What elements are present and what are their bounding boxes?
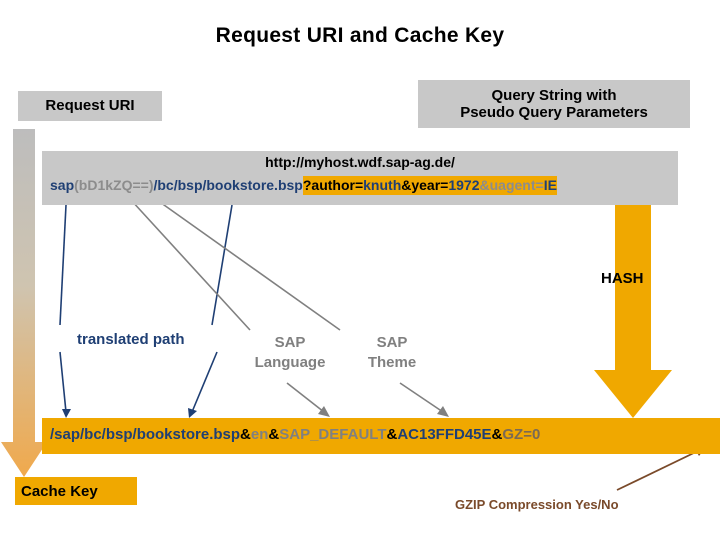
hash-label: HASH	[601, 270, 644, 287]
uri-segment: /bc/bsp/bookstore.bsp	[153, 177, 303, 193]
label-box-request-uri: Request URI	[18, 91, 162, 121]
sap-theme-label: SAP Theme	[345, 333, 439, 374]
page-title: Request URI and Cache Key	[215, 24, 505, 47]
left-flow-arrow	[1, 129, 47, 477]
cache-key-segment: &	[240, 426, 251, 443]
connector-language-down	[286, 382, 330, 417]
sap-language-line2: Language	[254, 354, 326, 372]
sap-language-line1: SAP	[274, 334, 306, 351]
uri-segment: ?	[302, 176, 312, 195]
uri-segment: &uagent=	[479, 176, 544, 195]
gzip-compression-label: GZIP Compression Yes/No	[455, 497, 619, 512]
cache-key-segment: AC13FFD45E	[397, 426, 492, 443]
translated-path-label: translated path	[77, 331, 185, 348]
label-box-cache-key: Cache Key	[15, 477, 137, 505]
query-string-label-line1: Query String with	[491, 86, 617, 104]
connector-theme-token	[156, 199, 341, 331]
uri-segment: 1972	[448, 176, 480, 195]
cache-key-segment: &	[268, 426, 280, 443]
connector-language-token	[130, 199, 251, 331]
label-box-query-string: Query String with Pseudo Query Parameter…	[418, 80, 690, 128]
cache-key-segment: en	[250, 426, 269, 443]
connector-theme-down	[399, 382, 449, 417]
uri-segment: knuth	[363, 176, 402, 195]
connector-path-token-down	[188, 351, 218, 418]
query-string-label-line2: Pseudo Query Parameters	[460, 104, 648, 121]
sap-language-label: SAP Language	[243, 333, 337, 374]
connector-translated-path-down	[59, 351, 71, 418]
uri-segment: IE	[543, 176, 557, 195]
cache-key-segment: SAP_DEFAULT	[279, 426, 387, 443]
uri-segment: sap	[50, 177, 75, 193]
cache-key-bar: /sap/bc/bsp/bookstore.bsp&en&SAP_DEFAULT…	[42, 418, 720, 454]
uri-segment: &year=	[401, 176, 449, 195]
connector-sap-token	[59, 204, 67, 326]
request-uri-label: Request URI	[45, 97, 135, 115]
uri-segment: (bD1kZQ==)	[74, 177, 154, 193]
uri-host-line: http://myhost.wdf.sap-ag.de/	[265, 154, 455, 170]
sap-theme-line1: SAP	[376, 334, 408, 351]
cache-key-segment: &	[386, 426, 398, 443]
sap-theme-line2: Theme	[367, 354, 417, 372]
request-uri-bar: http://myhost.wdf.sap-ag.de/ sap(bD1kZQ=…	[42, 151, 678, 205]
cache-key-label: Cache Key	[21, 482, 98, 500]
cache-key-segment: &	[491, 426, 503, 443]
uri-path-query-line: sap(bD1kZQ==)/bc/bsp/bookstore.bsp?autho…	[50, 176, 557, 195]
cache-key-segment: /sap/bc/bsp/bookstore.bsp	[50, 426, 241, 443]
cache-key-segment: GZ=0	[502, 426, 541, 443]
uri-segment: author=	[311, 176, 364, 195]
cache-key-value: /sap/bc/bsp/bookstore.bsp&en&SAP_DEFAULT…	[50, 426, 540, 443]
hash-arrow	[594, 203, 672, 418]
connector-path-token	[211, 204, 233, 326]
